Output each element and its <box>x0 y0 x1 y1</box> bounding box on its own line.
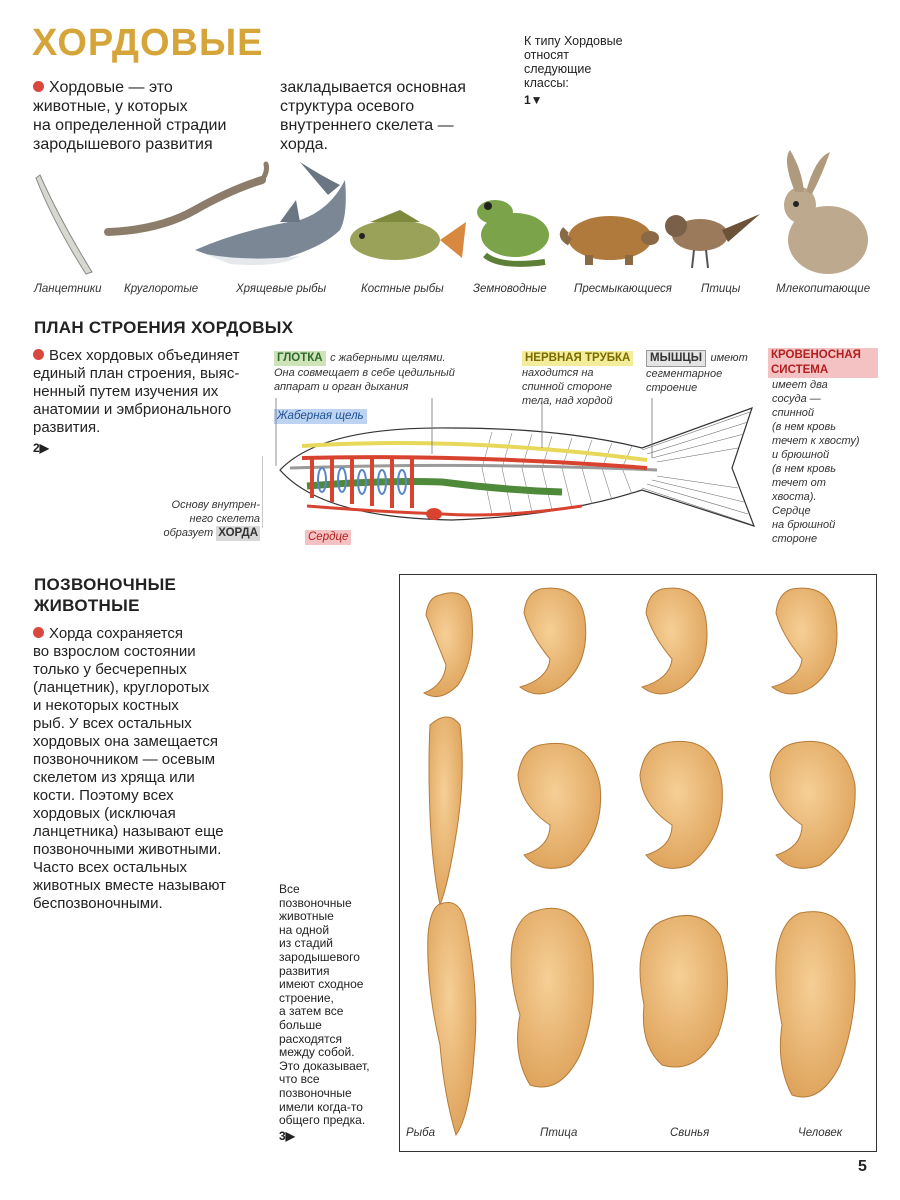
embryo-column-label: Человек <box>798 1127 843 1139</box>
perch-illustration <box>350 210 466 260</box>
section-heading-vertebrates: ПОЗВОНОЧНЫЕ ЖИВОТНЫЕ <box>34 575 177 615</box>
frog-illustration <box>477 200 549 267</box>
gill-slits <box>317 467 407 495</box>
tail-fin-rays <box>641 411 751 525</box>
class-label: Круглоротые <box>124 283 199 295</box>
heart-label: Сердце <box>305 530 352 545</box>
bullet-icon <box>33 627 44 638</box>
pharynx-label: ГЛОТКА <box>274 351 326 366</box>
heart <box>426 508 442 520</box>
hare-illustration <box>784 150 868 274</box>
class-label: Пресмыкающиеся <box>574 283 672 295</box>
lancelet-illustration <box>35 174 93 275</box>
dorsal-vessel <box>301 455 648 470</box>
intro-left: Хордовые — это животные, у которых на оп… <box>33 79 227 153</box>
class-label: Костные рыбы <box>361 283 444 295</box>
turtle-illustration <box>559 216 659 265</box>
bullet-icon <box>33 81 44 92</box>
heart-annotation: Сердце <box>305 527 352 545</box>
pharynx-annotation: ГЛОТКА с жаберными щелями. Она совмещает… <box>274 351 455 393</box>
class-label: Млекопитающие <box>776 283 871 295</box>
embryo-column-label: Рыба <box>406 1127 435 1139</box>
embryo-row-late <box>427 902 856 1137</box>
classes-note: К типу Хордовые относят следующие классы… <box>524 34 644 107</box>
chord-annotation: Основу внутрен- него скелета образует ХО… <box>163 499 260 541</box>
embryo-row-middle <box>428 716 856 907</box>
intro-right: закладывается основная структура осевого… <box>280 79 466 153</box>
section-heading-plan: ПЛАН СТРОЕНИЯ ХОРДОВЫХ <box>34 318 294 337</box>
reference-marker: 2▶ <box>33 441 49 455</box>
embryo-column-label: Свинья <box>670 1127 710 1139</box>
page-number: 5 <box>858 1158 867 1175</box>
blood-label: КРОВЕНОСНАЯ СИСТЕМА <box>768 348 878 378</box>
blood-description: имеет два сосуда — спинной (в нем кровь … <box>772 379 860 545</box>
embryo-column-label: Птица <box>540 1127 578 1139</box>
class-label: Птицы <box>701 283 741 295</box>
gill-annotation: Жаберная щель <box>274 406 367 424</box>
chord <box>289 463 658 472</box>
class-label: Земноводные <box>473 283 547 295</box>
chordate-anatomy-diagram <box>262 398 756 528</box>
sparrow-illustration <box>665 214 760 269</box>
muscle-annotation: МЫШЦЫ имеют сегментарное строение <box>646 350 748 394</box>
embryo-panel <box>399 574 877 1152</box>
embryo-note: Все позвоночные животные на одной из ста… <box>279 882 391 1143</box>
plan-text: Всех хордовых объединяет единый план стр… <box>33 347 268 457</box>
vertebrates-text: Хорда сохраняется во взрослом состоянии … <box>33 625 227 912</box>
shark-illustration <box>195 162 346 265</box>
gut <box>306 478 563 496</box>
lamprey-illustration <box>104 161 269 236</box>
page-title: ХОРДОВЫЕ <box>32 22 264 64</box>
nerve-label: НЕРВНАЯ ТРУБКА <box>522 351 634 366</box>
blood-annotation: КРОВЕНОСНАЯ СИСТЕМА имеет два сосуда — с… <box>768 348 878 546</box>
class-label: Хрящевые рыбы <box>236 283 327 295</box>
animal-illustrations <box>35 150 868 275</box>
class-label: Ланцетники <box>34 283 102 295</box>
embryo-illustrations <box>422 587 856 1137</box>
gill-arches <box>310 458 414 508</box>
reference-marker: 1▼ <box>524 93 543 107</box>
reference-marker: 3▶ <box>279 1128 295 1143</box>
embryo-row-early <box>422 587 838 698</box>
gill-label: Жаберная щель <box>274 409 367 424</box>
bullet-icon <box>33 349 44 360</box>
muscle-label: МЫШЦЫ <box>646 350 707 367</box>
chord-label: ХОРДА <box>216 526 260 541</box>
nerve-tube <box>301 441 648 462</box>
nerve-annotation: НЕРВНАЯ ТРУБКА находится на спинной стор… <box>522 348 642 408</box>
